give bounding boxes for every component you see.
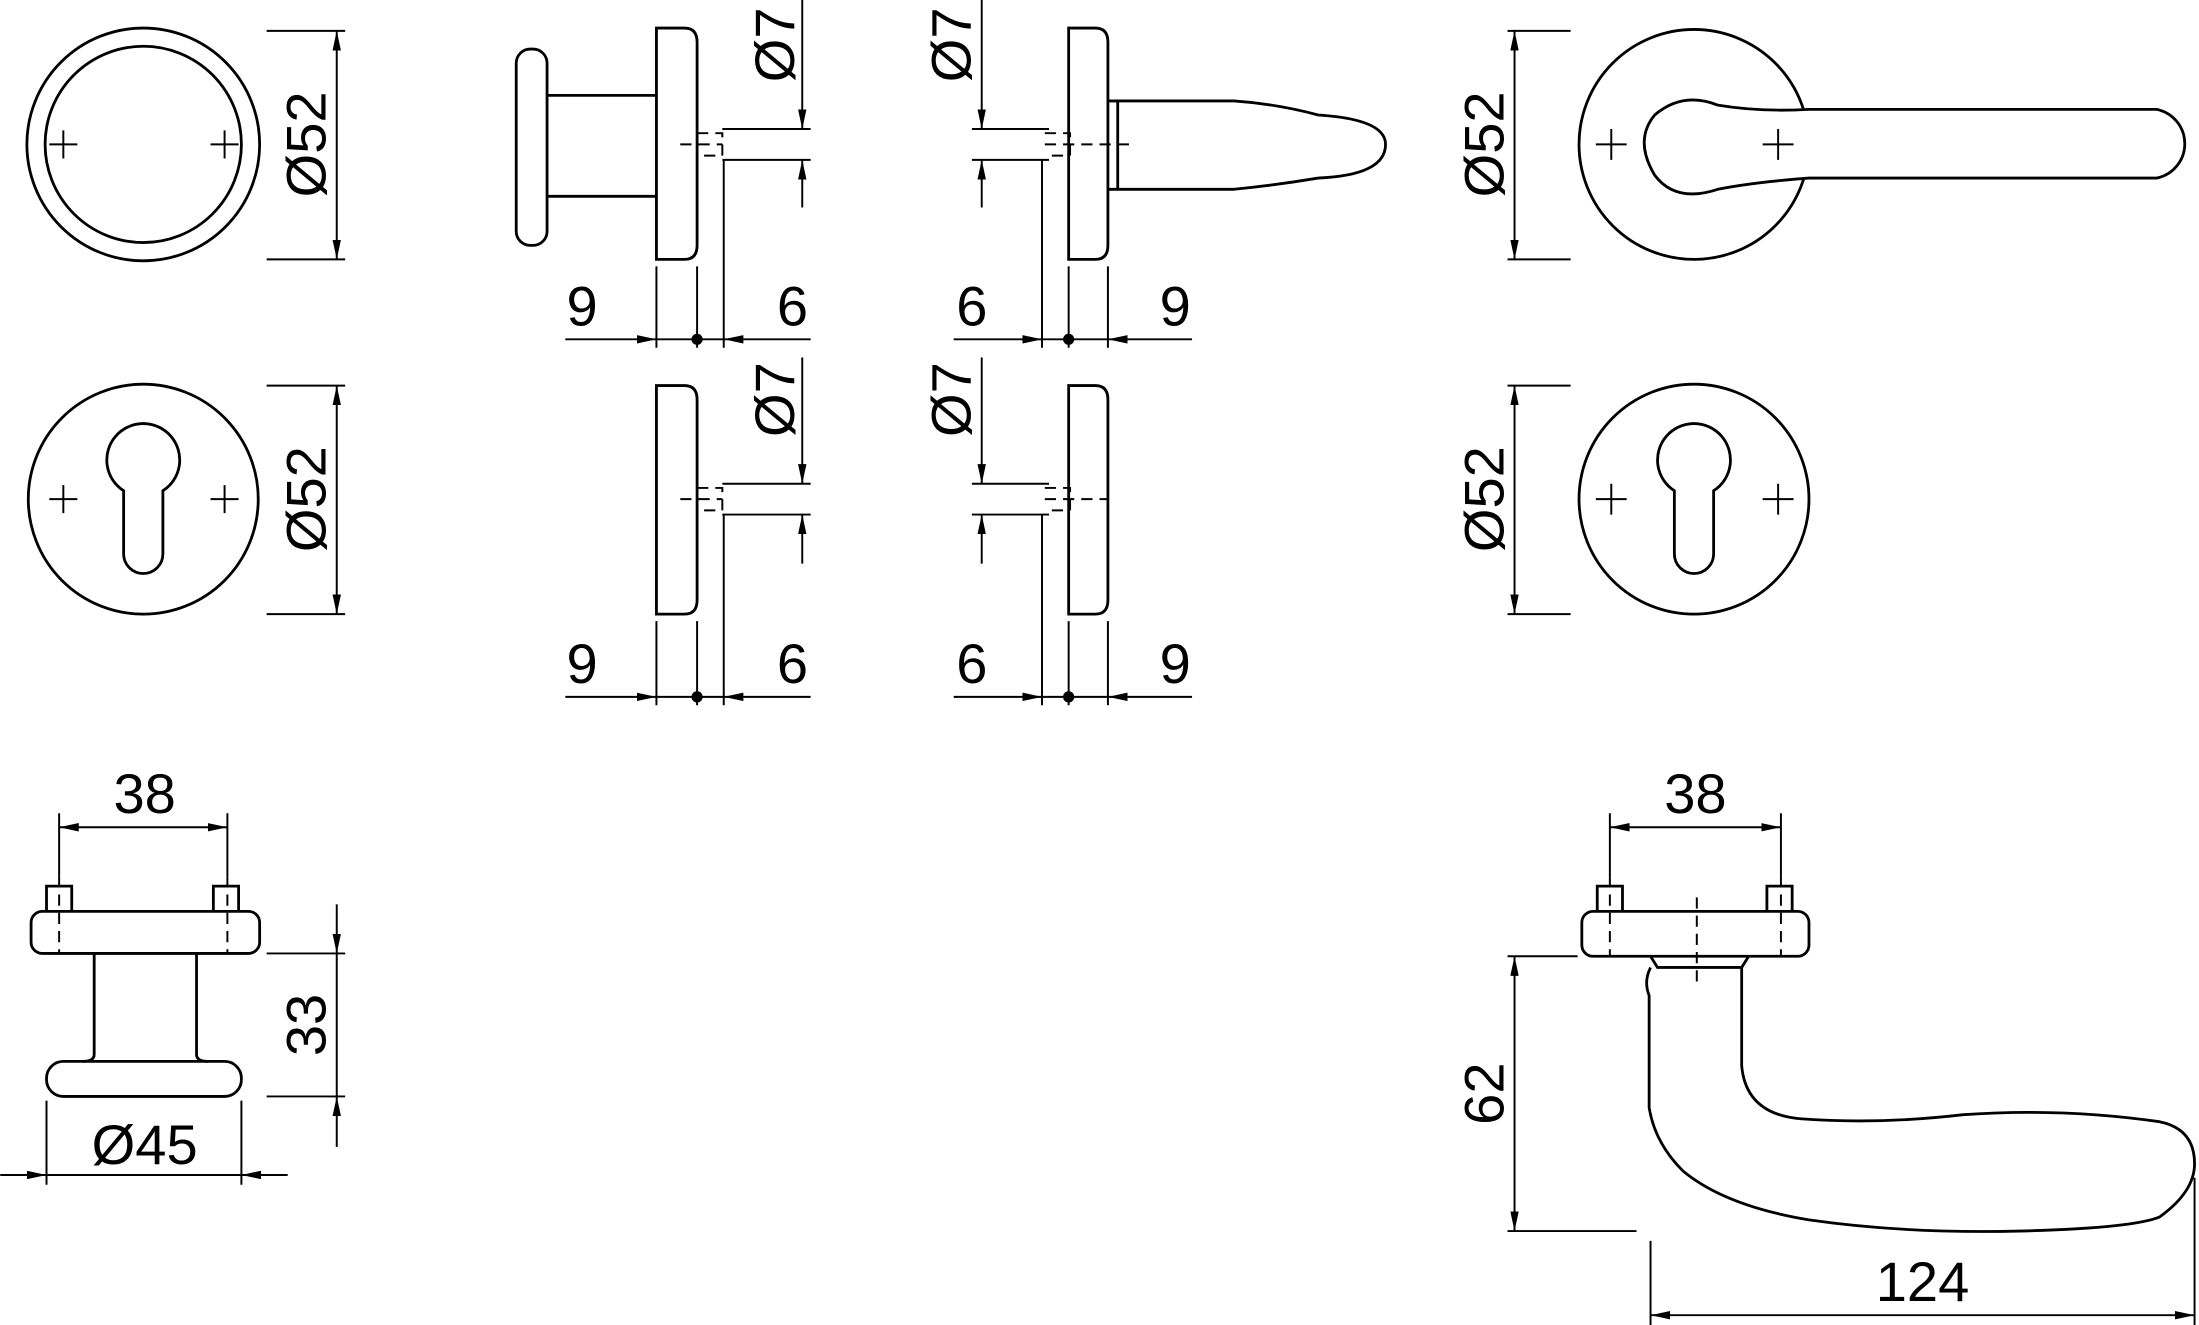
screw-mark-icon bbox=[1595, 128, 1794, 160]
diameter-label: Ø52 bbox=[275, 91, 338, 197]
dimension-label: 9 bbox=[567, 274, 598, 337]
dimension-label: 9 bbox=[1160, 632, 1191, 695]
dimension-label: 33 bbox=[275, 994, 338, 1056]
dimension-label: 38 bbox=[113, 762, 175, 825]
diameter-label: Ø52 bbox=[275, 446, 338, 552]
dimension-label: 38 bbox=[1664, 762, 1726, 825]
diameter-label: Ø52 bbox=[1452, 91, 1515, 197]
spindle-diameter-label: Ø7 bbox=[920, 7, 983, 82]
escutcheon-front-view: Ø52 bbox=[26, 382, 346, 616]
lever-side-view: Ø7 6 9 bbox=[920, 0, 1387, 348]
escutcheon-front-view-right: Ø52 bbox=[1452, 382, 1811, 616]
rose-front-view: Ø52 bbox=[25, 26, 346, 263]
knob-side-view: Ø7 9 6 bbox=[514, 0, 811, 348]
spindle-diameter-label: Ø7 bbox=[743, 362, 806, 437]
dimension-label: 124 bbox=[1876, 1250, 1970, 1313]
dimension-label: 6 bbox=[777, 632, 808, 695]
dimension-label: 9 bbox=[567, 632, 598, 695]
diameter-label: Ø52 bbox=[1452, 446, 1515, 552]
spindle-diameter-label: Ø7 bbox=[920, 362, 983, 437]
dimension-label: 62 bbox=[1452, 1062, 1515, 1124]
plate-side-view-right: Ø7 6 9 bbox=[920, 357, 1193, 706]
screw-mark-icon bbox=[1595, 483, 1794, 515]
spindle-diameter-label: Ø7 bbox=[743, 7, 806, 82]
knob-profile-view: 38 33 Ø45 bbox=[0, 762, 346, 1185]
screw-mark-icon bbox=[49, 130, 239, 159]
lever-profile-view: 38 62 124 bbox=[1452, 762, 2196, 1325]
dimension-label: 6 bbox=[777, 274, 808, 337]
keyhole bbox=[1656, 422, 1732, 575]
lever-front-view: Ø52 bbox=[1452, 28, 2187, 261]
plate-side-view-left: Ø7 9 6 bbox=[565, 357, 811, 706]
dimension-label: 6 bbox=[956, 632, 987, 695]
screw-mark-icon bbox=[49, 485, 239, 514]
dimension-label: Ø45 bbox=[92, 1113, 198, 1176]
dimension-label: 9 bbox=[1160, 274, 1191, 337]
keyhole bbox=[105, 422, 182, 575]
dimension-label: 6 bbox=[956, 274, 987, 337]
